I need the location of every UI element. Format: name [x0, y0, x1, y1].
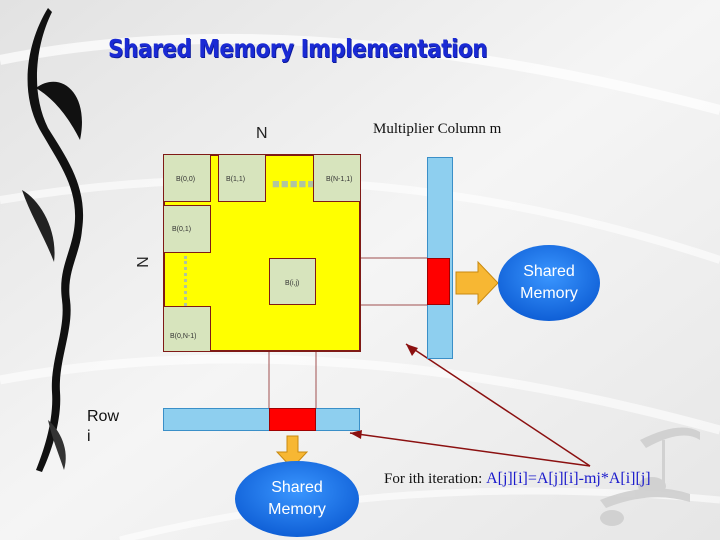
cell-b0n1-label: B(0,N-1) [170, 333, 197, 340]
shared-memory-bottom-ellipse [235, 461, 359, 537]
shared-memory-right-line2: Memory [520, 285, 578, 302]
arrow-down-icon [275, 435, 309, 469]
shared-memory-bottom-line1: Shared [271, 479, 323, 496]
matrix-side-n-label: N [132, 256, 150, 268]
row-label-line1: Row [87, 408, 120, 425]
cell-bij-label: B(i,j) [285, 280, 300, 287]
horizontal-ellipsis: ■■■■■ [272, 176, 317, 191]
column-highlight-block [427, 258, 450, 305]
calligraphy-stroke [27, 8, 84, 472]
shared-memory-bottom-text: Shared Memory [247, 477, 347, 521]
page-title: Shared Memory Implementation [108, 34, 488, 63]
cell-b01-label: B(0,1) [172, 226, 192, 233]
iteration-formula-label: For ith iteration: A[j][i]=A[j][i]-mj*A[… [384, 470, 651, 488]
row-label-line2: i [87, 428, 91, 445]
cell-b11 [218, 154, 266, 202]
row-i-label: Row i [87, 407, 119, 447]
matrix-top-n-label: N [256, 125, 268, 142]
cell-b11-label: B(1,1) [226, 176, 246, 183]
shared-memory-bottom-line2: Memory [268, 501, 326, 518]
cell-b00-label: B(0,0) [176, 176, 196, 183]
cell-b00 [163, 154, 211, 202]
shared-memory-right-text: Shared Memory [499, 261, 599, 305]
cell-b0n1 [163, 306, 211, 352]
cell-b01 [163, 205, 211, 253]
iteration-prefix: For ith iteration: [384, 471, 487, 487]
multiplier-column-label: Multiplier Column m [373, 121, 502, 137]
vertical-ellipsis [184, 256, 191, 306]
cell-bn11-label: B(N-1,1) [326, 176, 353, 183]
shared-memory-right-line1: Shared [523, 263, 575, 280]
shared-memory-right-ellipse [498, 245, 600, 321]
cell-bn11 [313, 154, 361, 202]
iteration-formula: A[j][i]=A[j][i]-mj*A[i][j] [486, 470, 651, 487]
cell-bij [269, 258, 316, 305]
arrow-right-icon [455, 260, 499, 306]
row-i-bar [163, 408, 360, 431]
row-highlight-block [269, 408, 316, 431]
